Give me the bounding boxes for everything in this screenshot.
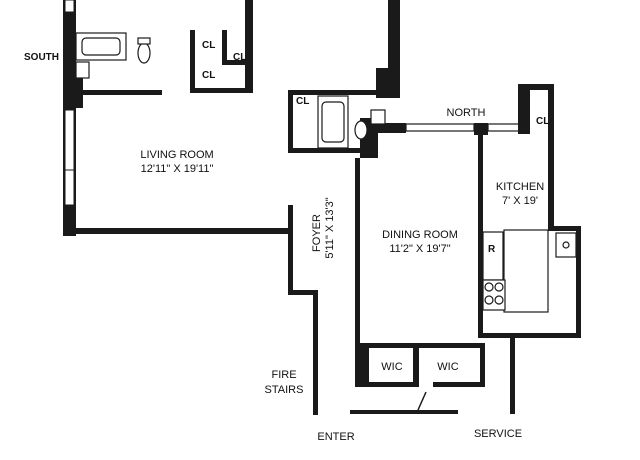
foyer-dimensions: 5'11" X 13'3" xyxy=(324,197,336,258)
foyer-east-wall xyxy=(355,158,360,386)
north-window xyxy=(405,123,475,132)
burner-1 xyxy=(484,282,494,292)
north-wall-mid xyxy=(474,123,488,135)
living-west-window-2 xyxy=(64,169,75,206)
north-window-2 xyxy=(487,123,523,132)
sink-2 xyxy=(370,109,386,125)
wic-label-2: WIC xyxy=(437,361,458,373)
closet-wall-a xyxy=(190,30,195,92)
kitchen-counter xyxy=(503,229,549,313)
dining-room-name: DINING ROOM xyxy=(382,229,458,241)
bath2-left-wall xyxy=(288,90,293,152)
entry-threshold xyxy=(350,410,458,414)
center-column-wall xyxy=(388,0,400,80)
refrigerator xyxy=(482,231,504,281)
kitchen-east-step xyxy=(548,226,581,231)
foyer-name: FOYER xyxy=(311,214,323,252)
sink-1 xyxy=(75,61,90,79)
north-label: NORTH xyxy=(447,107,486,119)
living-room-name: LIVING ROOM xyxy=(140,149,213,161)
closet-label-5: CL xyxy=(536,116,549,127)
closet-wall-b xyxy=(190,88,252,93)
stairs-label: STAIRS xyxy=(265,384,304,396)
kitchen-dimensions: 7' X 19' xyxy=(502,195,538,207)
closet-label-2: CL xyxy=(233,52,246,63)
kitchen-nw-post xyxy=(518,84,530,134)
burner-2 xyxy=(494,282,504,292)
service-label: SERVICE xyxy=(474,428,522,440)
closet-wall-c xyxy=(245,0,253,93)
wic-divider xyxy=(413,343,419,387)
wic-top-wall xyxy=(355,343,485,348)
kitchen-sink-drain xyxy=(562,241,570,249)
wic-label-1: WIC xyxy=(381,361,402,373)
bathtub-1-basin xyxy=(81,37,121,56)
closet-wall-e xyxy=(222,30,227,65)
wic-right-wall xyxy=(480,343,485,387)
bath2-bottom-wall xyxy=(288,148,363,153)
fixtures xyxy=(75,32,577,411)
bathtub-2-basin xyxy=(321,101,345,143)
burner-3 xyxy=(484,295,494,305)
wic-bottom-left xyxy=(355,382,413,387)
entry-door xyxy=(417,391,427,411)
wic-bottom-right xyxy=(433,382,485,387)
burner-4 xyxy=(494,295,504,305)
service-corridor-wall xyxy=(510,338,515,414)
toilet-1-tank xyxy=(137,37,151,45)
kitchen-north-wall xyxy=(518,84,554,90)
bath1-bottom-wall xyxy=(76,90,162,95)
fire-label: FIRE xyxy=(271,369,296,381)
foyer-west-jog xyxy=(288,290,318,295)
toilet-2 xyxy=(354,120,368,140)
refrigerator-label: R xyxy=(488,244,496,255)
labels: SOUTH CL CL CL CL CL LIVING ROOM 12'11" … xyxy=(24,40,549,443)
living-west-window-3 xyxy=(64,0,75,13)
living-south-wall xyxy=(63,228,288,234)
kitchen-east-wall-upper xyxy=(548,84,554,229)
kitchen-west-wall xyxy=(478,130,483,338)
closet-wall-d xyxy=(222,60,252,65)
closet-label-3: CL xyxy=(202,70,215,81)
closet-label-1: CL xyxy=(202,40,215,51)
foyer-west-wall-upper xyxy=(288,205,293,295)
kitchen-name: KITCHEN xyxy=(496,181,544,193)
south-label: SOUTH xyxy=(24,52,59,63)
wic-left-block xyxy=(355,343,369,387)
dining-room-dimensions: 11'2" X 19'7" xyxy=(389,243,450,255)
closet-label-4: CL xyxy=(296,96,309,107)
kitchen-nw-window xyxy=(521,94,528,124)
living-room-dimensions: 12'11" X 19'11" xyxy=(141,163,214,175)
bath1-left-block xyxy=(63,78,83,108)
kitchen-east-wall-lower xyxy=(576,226,581,338)
enter-label: ENTER xyxy=(317,431,354,443)
walls xyxy=(63,0,581,415)
kitchen-south-wall xyxy=(478,333,581,338)
living-west-window-1 xyxy=(64,109,75,171)
bath2-top-wall xyxy=(288,90,400,95)
toilet-1 xyxy=(137,42,151,64)
foyer-west-wall-lower xyxy=(313,290,318,415)
north-wall-left xyxy=(376,123,406,133)
